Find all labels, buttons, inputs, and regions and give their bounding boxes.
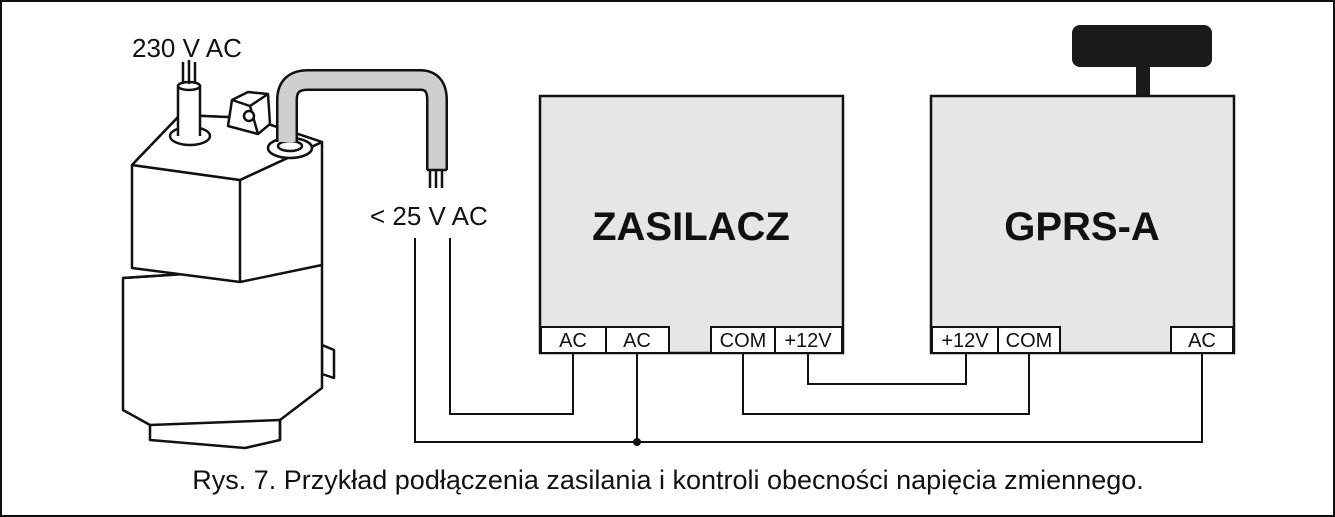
ps-terminal-ac-1-label: AC xyxy=(559,330,587,352)
wire-12v xyxy=(807,353,967,385)
ps-terminal-12v-label: +12V xyxy=(784,330,832,352)
module-box: GPRS-A +12V COM AC xyxy=(929,25,1236,355)
ps-terminal-ac-2 xyxy=(605,326,670,354)
figure-caption: Rys. 7. Przykład podłączenia zasilania i… xyxy=(192,465,1144,495)
power-supply-box: ZASILACZ AC AC COM +12V xyxy=(538,94,845,355)
ps-terminal-ac-2-label: AC xyxy=(623,330,651,352)
antenna-mast xyxy=(1136,66,1150,98)
junction-dot xyxy=(633,438,641,446)
ps-terminal-ac-1 xyxy=(540,326,607,354)
transformer xyxy=(121,60,336,450)
module-terminal-12v-label: +12V xyxy=(941,330,989,352)
module-body xyxy=(929,94,1236,355)
module-terminal-com-label: COM xyxy=(1006,330,1053,352)
power-supply-name: ZASILACZ xyxy=(592,205,790,249)
output-cable xyxy=(276,69,448,188)
wire-ac-1 xyxy=(449,238,574,415)
power-supply-body xyxy=(538,94,845,355)
antenna xyxy=(1072,25,1212,67)
wire-com xyxy=(742,353,1030,415)
wire-ac-2 xyxy=(414,238,1203,443)
wires xyxy=(414,238,1203,443)
module-terminal-ac-label: AC xyxy=(1188,330,1216,352)
ps-terminal-com-label: COM xyxy=(720,330,767,352)
module-name: GPRS-A xyxy=(1004,205,1160,249)
input-voltage-label: 230 V AC xyxy=(132,33,242,63)
output-voltage-label: < 25 V AC xyxy=(370,201,488,231)
